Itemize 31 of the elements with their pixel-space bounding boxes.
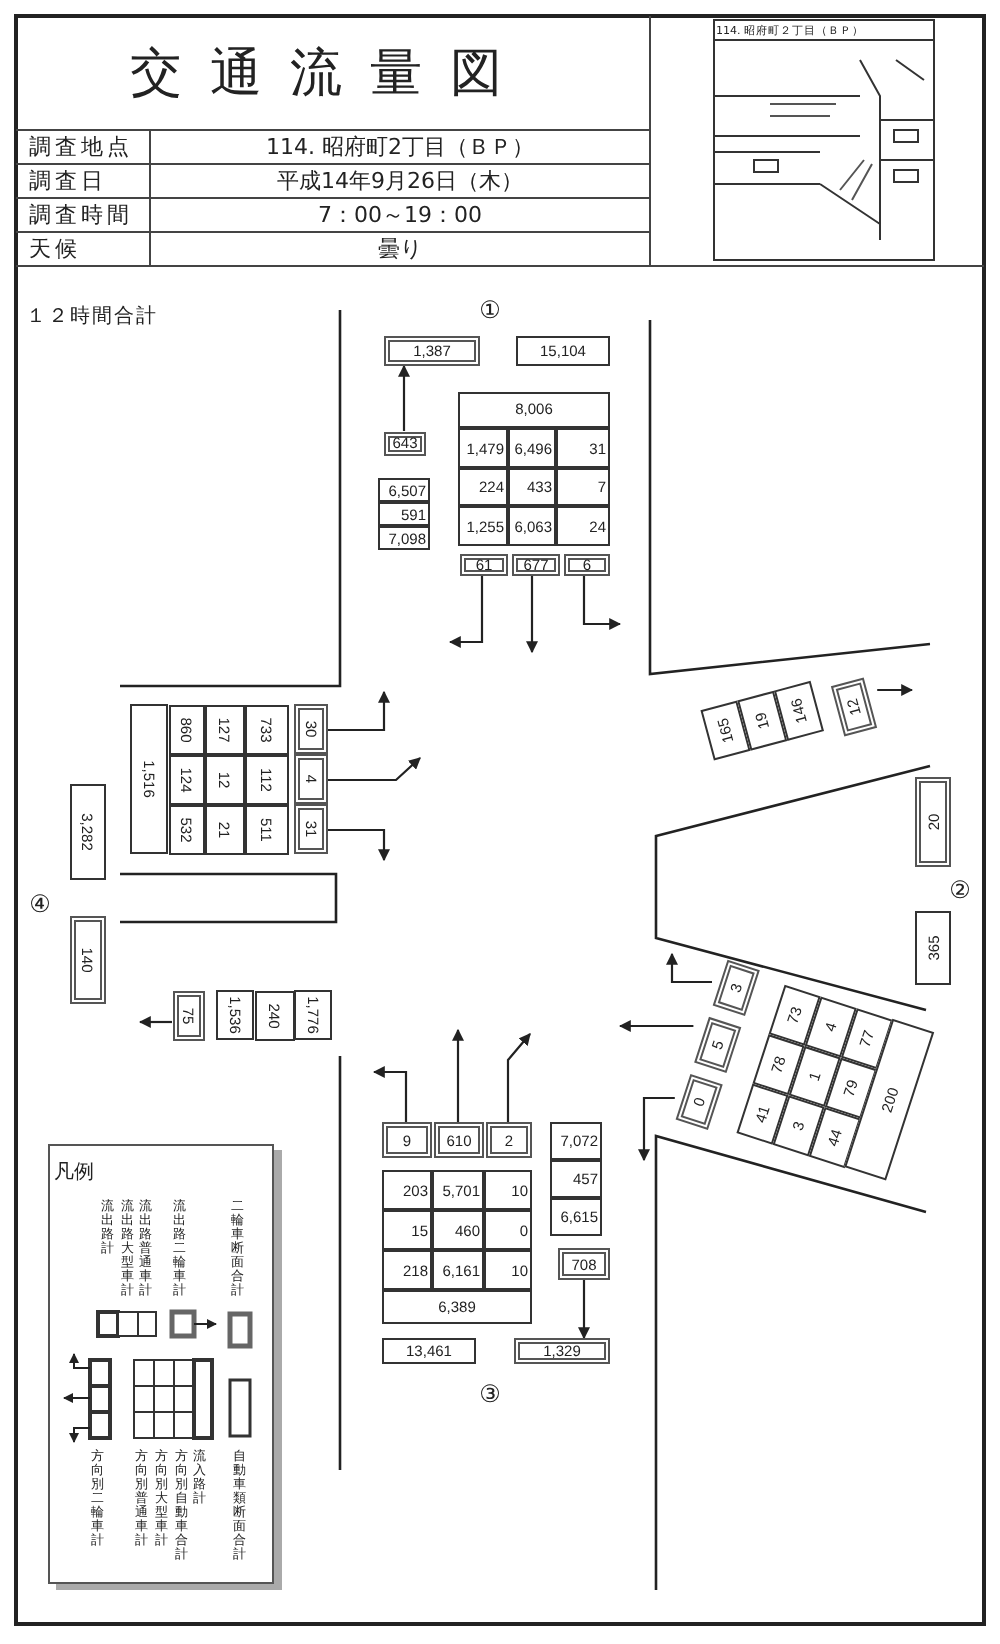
arrow bbox=[618, 1020, 694, 1032]
approach-number: ① bbox=[477, 296, 503, 324]
arrow bbox=[328, 828, 390, 862]
field-label: 調査地点 bbox=[27, 133, 135, 161]
arrow bbox=[582, 575, 622, 630]
arrow bbox=[877, 684, 914, 696]
approach-number: ③ bbox=[477, 1380, 503, 1408]
arrow bbox=[138, 1016, 172, 1028]
field-value: 114. 昭府町2丁目（ＢＰ） bbox=[264, 133, 536, 161]
arrow bbox=[638, 1096, 675, 1162]
arrow bbox=[328, 757, 421, 782]
field-label: 調査日 bbox=[27, 167, 109, 195]
arrow bbox=[506, 1033, 531, 1122]
page-title: 交通流量図 bbox=[128, 41, 532, 107]
arrow bbox=[578, 1280, 590, 1340]
field-value: 平成14年9月26日（木） bbox=[275, 167, 525, 195]
arrow bbox=[398, 364, 410, 431]
arrow bbox=[666, 952, 712, 984]
arrow bbox=[448, 575, 484, 648]
field-value: 7：00～19：00 bbox=[316, 201, 484, 229]
arrow bbox=[328, 690, 390, 732]
field-label: 調査時間 bbox=[27, 201, 135, 229]
approach-number: ④ bbox=[27, 890, 53, 918]
arrow bbox=[372, 1066, 408, 1122]
legend-title: 凡例 bbox=[54, 1160, 96, 1185]
field-value: 曇り bbox=[376, 235, 424, 263]
note-text: １２時間合計 bbox=[26, 303, 160, 329]
arrow bbox=[526, 575, 538, 654]
field-label: 天候 bbox=[27, 235, 83, 263]
arrow bbox=[452, 1028, 464, 1122]
approach-number: ② bbox=[947, 876, 973, 904]
